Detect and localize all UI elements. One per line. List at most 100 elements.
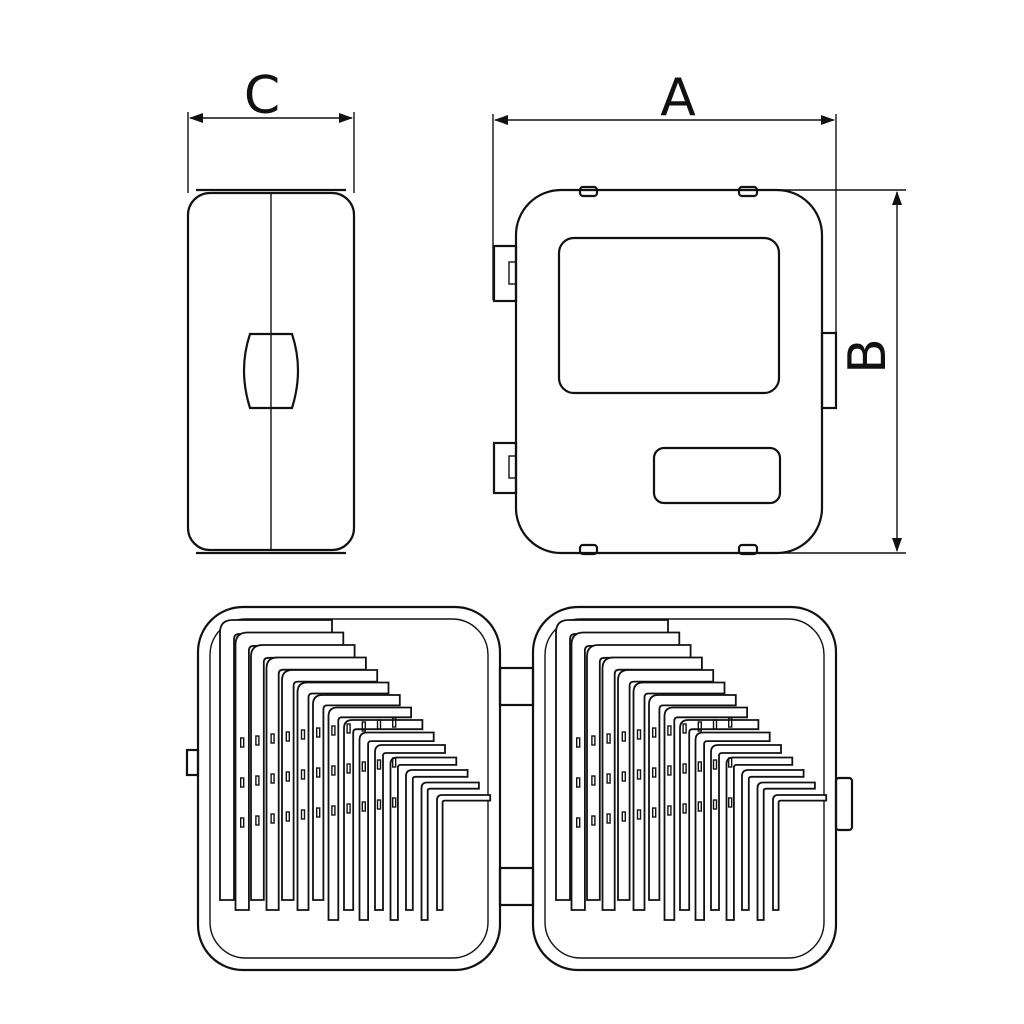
key-slot (300, 769, 306, 780)
key-slot (316, 727, 321, 738)
key-slot (361, 761, 366, 772)
key-slot (591, 815, 596, 826)
hex-key (756, 781, 816, 921)
hex-key (694, 731, 771, 921)
key-slot (728, 717, 733, 728)
c-label: C (244, 66, 280, 126)
key-slot (667, 725, 672, 736)
key-slot (682, 803, 687, 814)
key-slot (652, 727, 657, 738)
hex-key (296, 681, 390, 911)
hex-key (772, 794, 828, 911)
hex-key (436, 794, 492, 911)
hex-key (358, 731, 435, 921)
key-slot (285, 771, 290, 782)
key-slot (636, 809, 642, 820)
key-slot (239, 817, 245, 828)
hex-key (725, 756, 794, 921)
hex-key (327, 706, 412, 921)
hex-key (420, 781, 480, 921)
key-slot (361, 801, 366, 812)
hex-key (648, 694, 737, 901)
hinge-top (492, 244, 518, 303)
key-slot (621, 811, 626, 822)
key-slot (652, 807, 657, 818)
side-latch (242, 332, 300, 410)
key-slot (361, 721, 366, 732)
hex-key (632, 681, 726, 911)
key-slot (376, 759, 382, 770)
key-slot (591, 735, 596, 746)
hex-key (389, 756, 458, 921)
key-slot (346, 763, 351, 774)
key-slot (682, 763, 687, 774)
hex-key (312, 694, 401, 901)
key-slot (697, 721, 702, 732)
left-tray-inner (209, 618, 489, 959)
tab-bottom-left (578, 543, 599, 556)
key-slot (576, 737, 581, 748)
hex-key (374, 744, 446, 911)
key-slot (712, 759, 718, 770)
key-slot (255, 775, 260, 786)
key-slot (255, 815, 260, 826)
key-slot (376, 719, 382, 730)
tab-bottom-right (737, 543, 759, 556)
key-slot (682, 723, 687, 734)
key-slot (239, 737, 245, 748)
key-slot (270, 773, 275, 784)
key-slot (591, 775, 596, 786)
key-slot (697, 801, 702, 812)
front-latch (820, 331, 838, 410)
key-slot (697, 761, 702, 772)
key-slot (621, 731, 626, 742)
key-slot (285, 731, 290, 742)
b-label: B (838, 338, 898, 374)
hex-key-set-left (219, 619, 492, 921)
key-slot (346, 803, 351, 814)
open-hinge-top (498, 666, 535, 707)
key-slot (728, 797, 733, 808)
key-slot (270, 733, 275, 744)
key-slot (300, 729, 306, 740)
hex-key (679, 719, 760, 911)
front-body (514, 188, 824, 555)
key-slot (667, 765, 672, 776)
key-slot (576, 817, 581, 828)
key-slot (331, 805, 336, 816)
front-view: A B (492, 68, 906, 556)
left-tray (196, 605, 502, 972)
tab-top-left (578, 185, 599, 198)
key-slot (255, 735, 260, 746)
open-latch-left (185, 748, 200, 777)
key-slot (331, 765, 336, 776)
hinge-bottom (492, 441, 518, 495)
key-slot (636, 769, 642, 780)
side-view: C (186, 66, 356, 555)
key-slot (392, 717, 397, 728)
hex-key-set-right (555, 619, 828, 921)
key-slot (316, 767, 321, 778)
key-slot (392, 797, 397, 808)
key-slot (316, 807, 321, 818)
key-slot (712, 719, 718, 730)
size-window (652, 446, 782, 505)
label-window (557, 236, 781, 395)
key-slot (376, 799, 382, 810)
open-latch-right (834, 776, 854, 832)
key-slot (636, 729, 642, 740)
hex-key (343, 719, 424, 911)
open-hinge-bottom (498, 866, 535, 907)
hex-key (741, 769, 805, 911)
key-slot (576, 777, 581, 788)
key-slot (270, 813, 275, 824)
key-slot (285, 811, 290, 822)
key-slot (712, 799, 718, 810)
hex-key (405, 769, 469, 911)
tab-top-right (737, 185, 759, 198)
key-slot (652, 767, 657, 778)
key-slot (621, 771, 626, 782)
key-slot (346, 723, 351, 734)
open-view (185, 605, 854, 972)
